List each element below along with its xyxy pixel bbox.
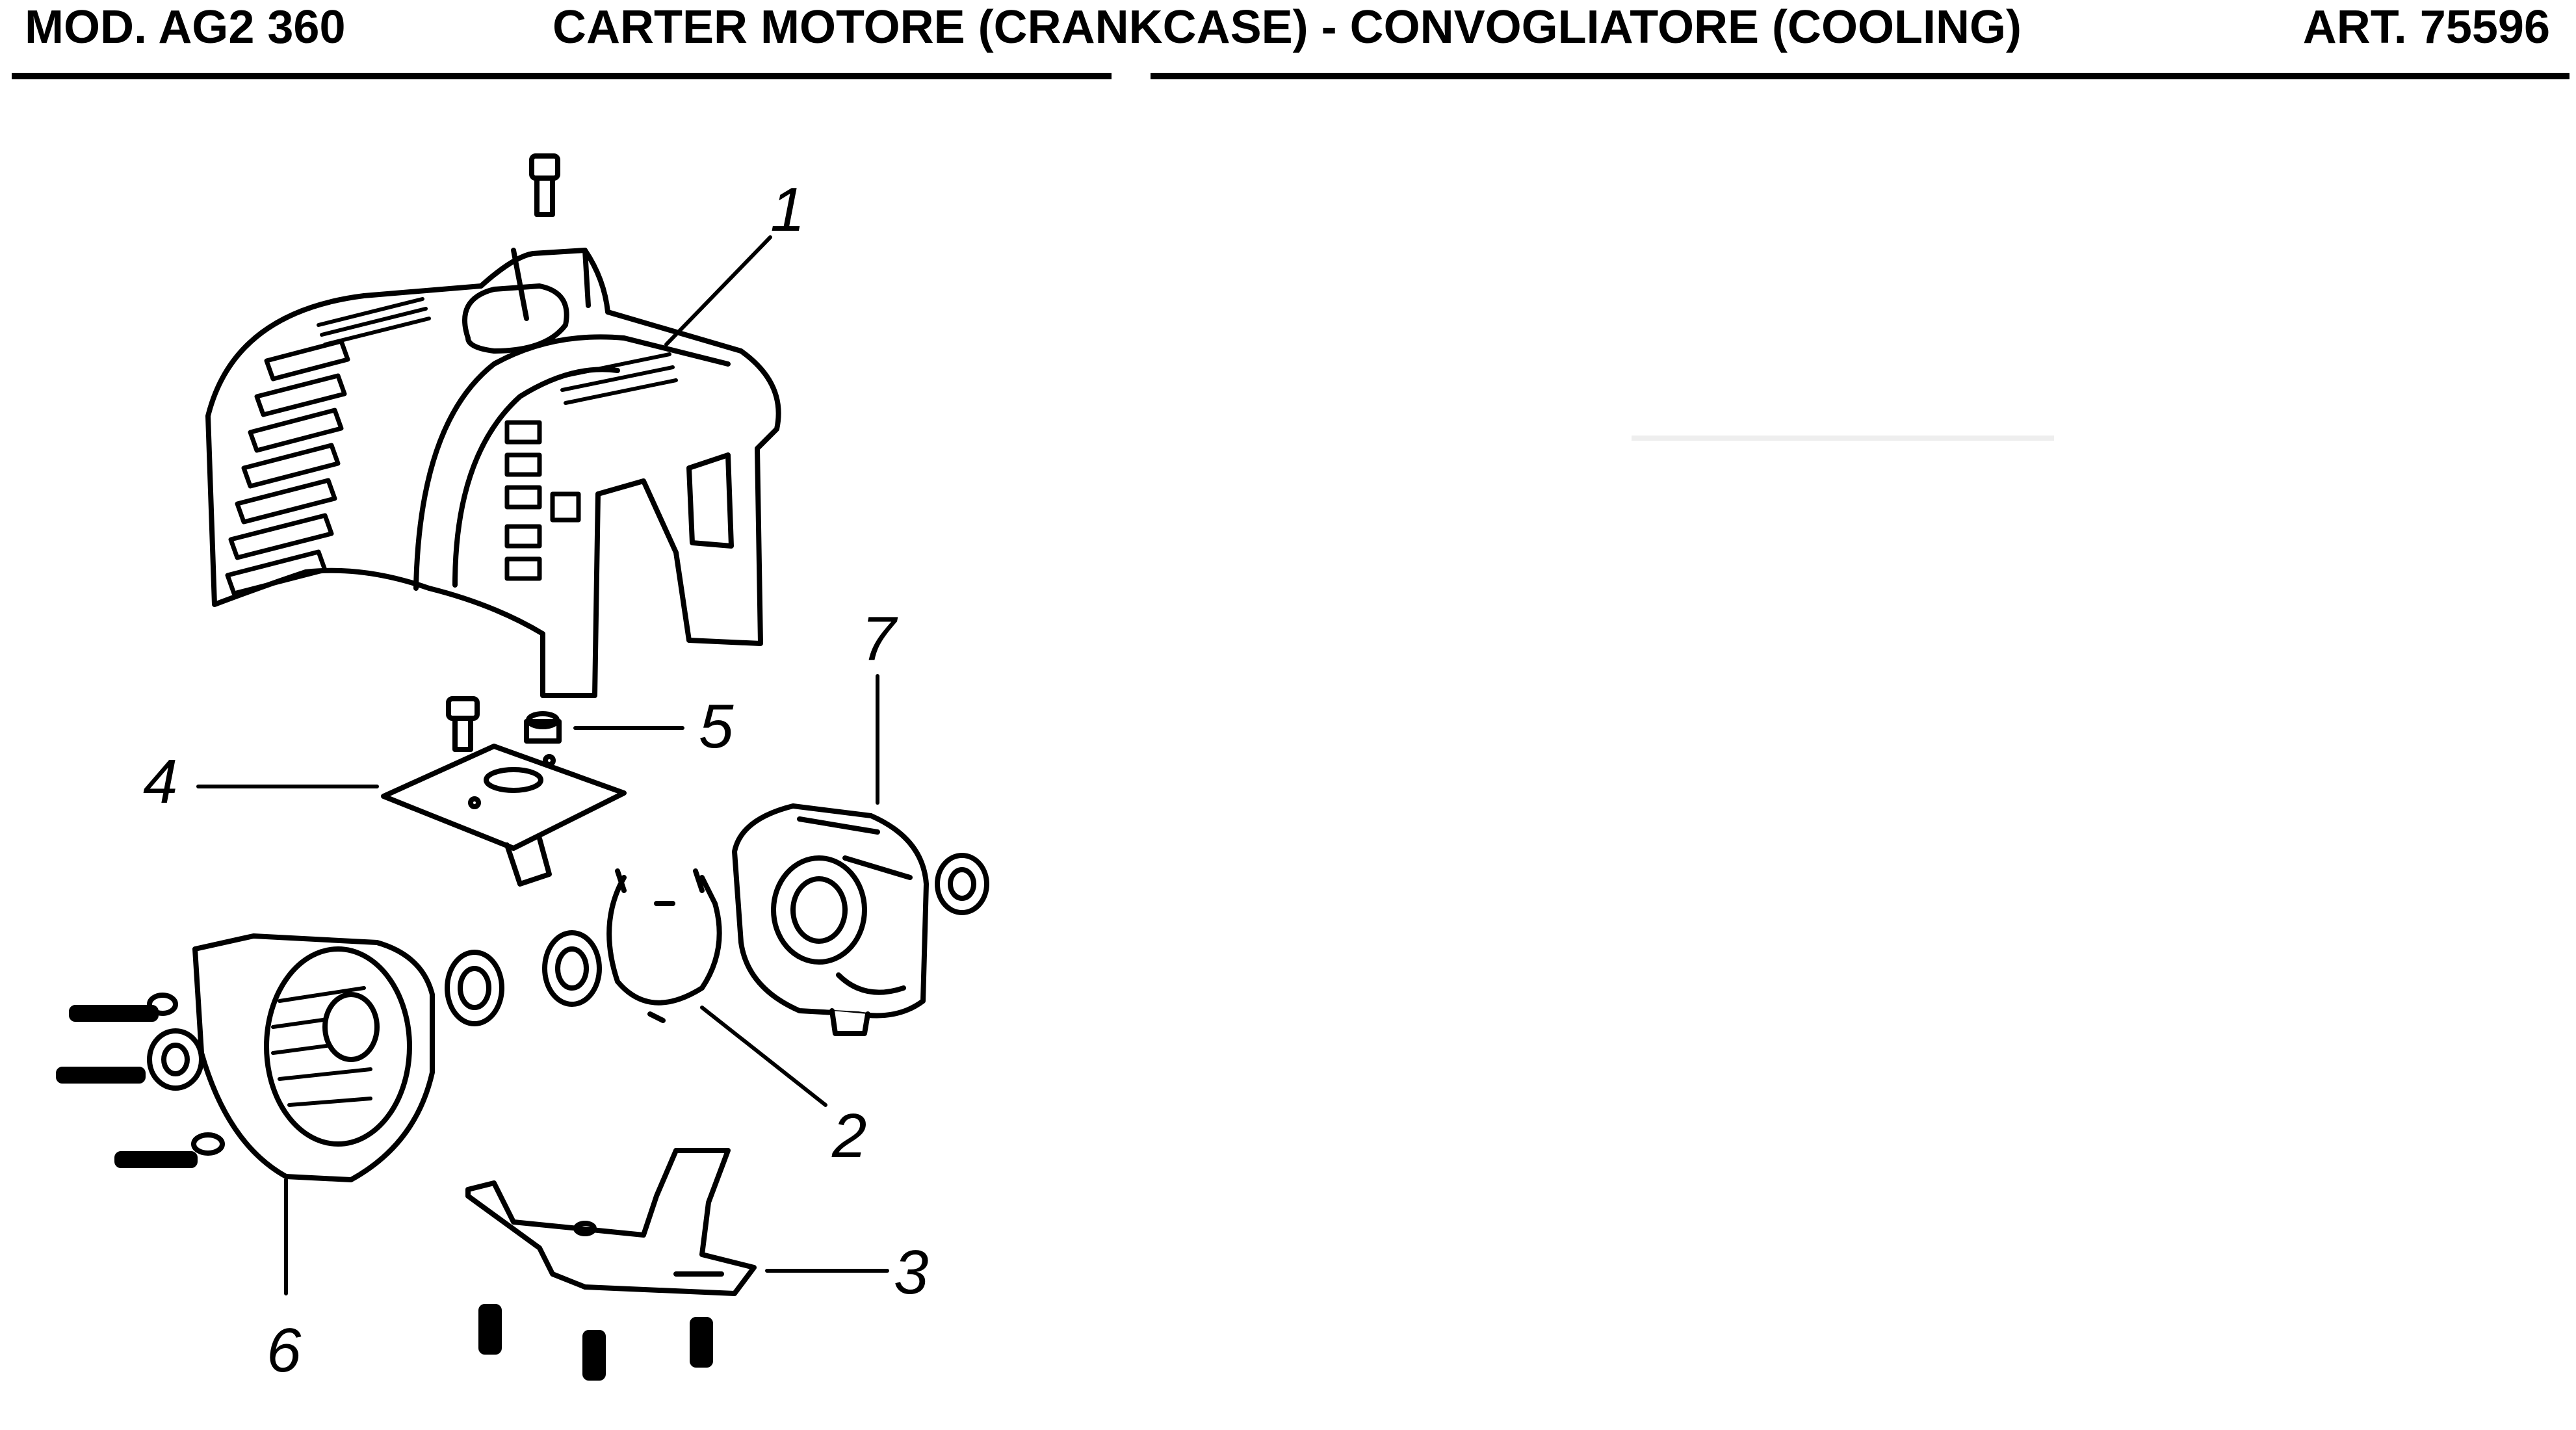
part-4-gasket <box>381 744 627 887</box>
part-6-crankcase-half <box>56 933 435 1182</box>
callout-5: 5 <box>699 692 734 761</box>
callout-7: 7 <box>861 604 898 673</box>
model-label: MOD. AG2 360 <box>25 1 346 53</box>
part-5-fasteners <box>446 696 562 752</box>
callout-4: 4 <box>143 747 177 816</box>
callout-3: 3 <box>894 1238 928 1307</box>
part-2-bearings-and-ring <box>445 868 722 1026</box>
article-number: ART. 75596 <box>2302 1 2550 53</box>
exploded-diagram: 1 5 4 7 2 6 3 <box>0 91 2576 1430</box>
header-rule-right <box>1151 73 2569 79</box>
page-title: CARTER MOTORE (CRANKCASE) - CONVOGLIATOR… <box>553 1 2022 53</box>
callout-6: 6 <box>267 1316 302 1385</box>
faint-mark <box>1632 436 2054 441</box>
part-1-cooling-shroud <box>205 153 781 698</box>
part-3-bracket <box>465 1148 757 1381</box>
leader-lines <box>196 235 889 1295</box>
callout-2: 2 <box>831 1101 866 1171</box>
part-7-crankcase-half <box>732 803 989 1036</box>
header-rule-left <box>12 73 1112 79</box>
callout-1: 1 <box>770 175 805 244</box>
